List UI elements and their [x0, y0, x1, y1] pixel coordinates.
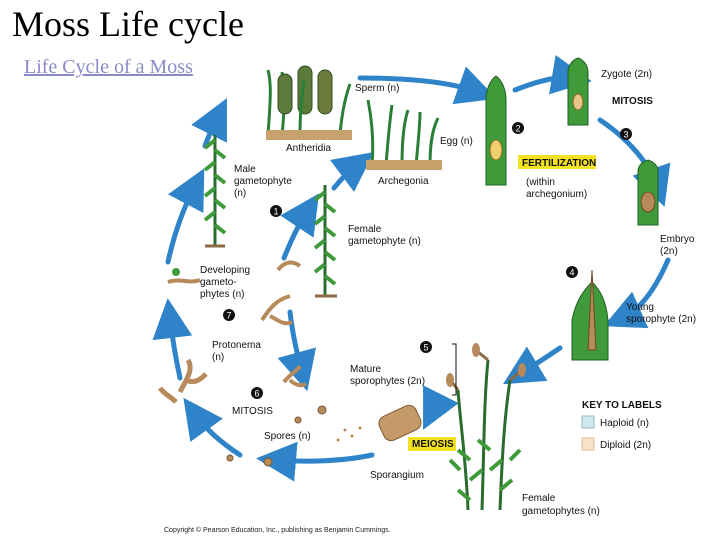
key-to-labels: KEY TO LABELS Haploid (n) Diploid (2n) — [581, 400, 662, 451]
arrow-protonema-up — [152, 298, 193, 381]
label-female2-2: gametophytes (n) — [522, 506, 600, 517]
arrow-to-spores — [256, 441, 375, 482]
arrow-inner-down — [277, 309, 317, 392]
sporangium-illustration — [378, 404, 422, 442]
mature-bracket — [452, 343, 457, 396]
step-badge-2 — [512, 122, 524, 134]
label-archegonia: Archegonia — [378, 176, 429, 187]
step-badge-3 — [620, 128, 632, 140]
arrow-to-mature — [502, 345, 563, 385]
key-diploid: Diploid (2n) — [600, 440, 651, 451]
label-young-1: Young — [626, 302, 654, 313]
step-badge-4 — [566, 266, 578, 278]
label-male-1: Male — [234, 164, 256, 175]
label-female2-1: Female — [522, 493, 556, 504]
label-protonema-2: (n) — [212, 352, 224, 363]
key-haploid: Haploid (n) — [600, 418, 649, 429]
archegonia-illustration — [366, 99, 442, 170]
step-badge-7 — [223, 309, 235, 321]
arrow-to-archegonia — [329, 151, 374, 193]
label-sperm: Sperm (n) — [355, 83, 399, 94]
protonema-illustration — [157, 358, 307, 404]
arrow-sperm-to-egg — [357, 66, 497, 105]
label-sporangium: Sporangium — [370, 470, 424, 481]
svg-text:6: 6 — [254, 389, 259, 399]
svg-text:5: 5 — [423, 343, 428, 353]
svg-text:1: 1 — [273, 207, 278, 217]
svg-text:3: 3 — [623, 130, 628, 140]
label-embryo-2: (2n) — [660, 246, 678, 257]
label-spores: Spores (n) — [264, 431, 311, 442]
mature-sporophytes-illustration — [446, 343, 526, 511]
meiosis-box — [408, 437, 456, 451]
step-badges: 1 2 3 4 5 6 7 — [223, 122, 632, 399]
label-mitosis-top: MITOSIS — [612, 96, 653, 107]
arrow-meiosis — [423, 385, 459, 430]
arrow-to-male — [165, 168, 205, 265]
label-male-2: gametophyte — [234, 176, 292, 187]
fertilization-box — [518, 155, 596, 169]
antheridia-illustration — [266, 65, 352, 140]
label-egg: Egg (n) — [440, 136, 473, 147]
label-fertilization: FERTILIZATION — [522, 158, 596, 169]
label-female-1: Female — [348, 224, 382, 235]
arrow-to-female — [280, 193, 320, 261]
step-badge-1 — [270, 205, 282, 217]
archegonium-egg-illustration — [485, 75, 507, 186]
label-developing-2: gameto- — [200, 277, 237, 288]
arrow-zygote — [512, 54, 592, 95]
key-haploid-swatch — [581, 415, 595, 429]
label-within: (within — [526, 177, 555, 188]
arrow-to-young-sporophyte — [603, 257, 671, 329]
male-gametophyte-illustration — [203, 135, 227, 248]
step-badge-6 — [251, 387, 263, 399]
label-zygote: Zygote (2n) — [601, 69, 652, 80]
label-female-2: gametophyte (n) — [348, 236, 421, 247]
key-diploid-swatch — [581, 437, 595, 451]
label-mature-1: Mature — [350, 364, 382, 375]
label-male-3: (n) — [234, 188, 246, 199]
young-sporophyte-illustration — [571, 269, 609, 361]
svg-text:7: 7 — [226, 311, 231, 321]
label-archegonium: archegonium) — [526, 189, 587, 200]
label-protonema-1: Protonema — [212, 340, 261, 351]
life-cycle-link[interactable]: Life Cycle of a Moss — [24, 56, 193, 78]
label-mitosis-left: MITOSIS — [232, 406, 273, 417]
label-mature-2: sporophytes (2n) — [350, 376, 425, 387]
label-embryo-1: Embryo — [660, 234, 695, 245]
label-meiosis: MEIOSIS — [412, 439, 454, 450]
female-gametophyte-illustration — [313, 185, 337, 298]
zygote-illustration — [567, 57, 589, 126]
spores-illustration — [226, 405, 362, 467]
developing-gametophytes-illustration — [167, 260, 302, 326]
arrow-spores-to-protonema — [183, 397, 243, 458]
svg-text:4: 4 — [569, 268, 574, 278]
label-antheridia: Antheridia — [286, 143, 331, 154]
label-developing-3: phytes (n) — [200, 289, 244, 300]
step-badge-5 — [420, 341, 432, 353]
page-title: Moss Life cycle — [12, 4, 244, 44]
svg-text:2: 2 — [515, 124, 520, 134]
label-young-2: sporophyte (2n) — [626, 314, 696, 325]
label-developing-1: Developing — [200, 265, 250, 276]
diagram-labels: Sperm (n) Antheridia Egg (n) Archegonia … — [200, 69, 696, 517]
embryo-illustration — [637, 159, 659, 226]
copyright-notice: Copyright © Pearson Education, Inc., pub… — [164, 526, 391, 534]
arrow-male-up — [191, 98, 227, 149]
key-title: KEY TO LABELS — [582, 400, 662, 411]
